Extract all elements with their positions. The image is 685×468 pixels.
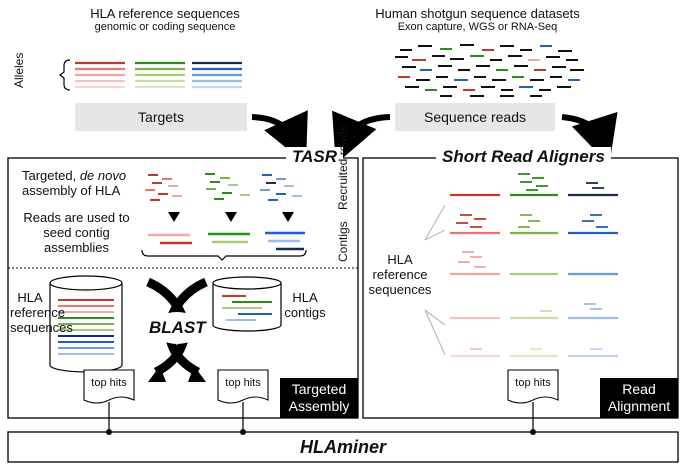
- top-hits-sra: top hits: [515, 377, 551, 389]
- top-hits-doc-sra: [507, 369, 559, 404]
- targeted-assembly-line2: Assembly: [288, 398, 350, 414]
- contigs-bracket: [141, 249, 307, 261]
- shotgun-datasets-subtitle: Exon capture, WGS or RNA-Seq: [397, 21, 558, 33]
- tasr-hla-reference: HLA reference sequences: [10, 290, 73, 335]
- tasr-hla-contigs-line2: contigs: [284, 305, 326, 320]
- top-hits-doc-left: [83, 369, 135, 404]
- allele-lines: [75, 61, 242, 89]
- recruited-reads: [145, 173, 302, 201]
- tasr-step1: Targeted, de novo assembly of HLA: [22, 168, 142, 198]
- recruited-reads-label: Recruited reads: [336, 125, 350, 210]
- read-alignment-tag: Read Alignment: [600, 378, 678, 418]
- tasr-hla-contigs: HLA contigs: [282, 290, 328, 320]
- read-alignment-line1: Read: [622, 381, 656, 397]
- tasr-hla-ref-line3: sequences: [10, 320, 73, 335]
- contigs-cylinder: [212, 276, 282, 332]
- blast-arrows: [146, 277, 208, 382]
- top-hits-mid: top hits: [225, 377, 261, 389]
- tasr-hla-ref-line1: HLA: [17, 290, 43, 305]
- down-arrow-blue: [282, 212, 294, 222]
- targeted-assembly-tag: Targeted Assembly: [280, 378, 358, 418]
- tasr-step1-line1: Targeted, de novo: [22, 168, 127, 183]
- tasr-hla-contigs-line1: HLA: [292, 290, 318, 305]
- targeted-assembly-line1: Targeted: [291, 381, 347, 397]
- sra-title: Short Read Aligners: [436, 147, 611, 167]
- hla-reference-subtitle: genomic or coding sequence: [94, 21, 236, 33]
- targets-box: Targets: [75, 103, 247, 131]
- reference-pointer-lines: [424, 204, 446, 356]
- tasr-hla-ref-line2: reference: [10, 305, 65, 320]
- arrow-reads-to-sra: [561, 111, 618, 165]
- blast-label: BLAST: [149, 318, 206, 337]
- tasr-step2-line1: Reads are used to: [23, 210, 130, 225]
- down-arrow-red: [168, 212, 180, 222]
- read-alignment-line2: Alignment: [607, 398, 671, 414]
- contigs-label: Contigs: [336, 221, 350, 262]
- scattered-reads: [395, 44, 584, 97]
- tasr-box: [7, 157, 359, 419]
- top-hits-doc-mid: [217, 369, 269, 404]
- top-hits-left: top hits: [91, 377, 127, 389]
- reference-cylinder: [49, 275, 123, 373]
- tasr-step1-line2: assembly of HLA: [22, 183, 121, 198]
- down-arrow-green: [225, 212, 237, 222]
- hlaminer-box: [7, 431, 679, 463]
- sequence-reads-box: Sequence reads: [395, 103, 555, 131]
- hlaminer-title: HLAminer: [299, 437, 386, 457]
- sra-hla-ref-line2: reference: [372, 267, 428, 282]
- arrow-targets-to-tasr: [251, 110, 308, 164]
- shotgun-datasets-title: Human shotgun sequence datasets: [375, 6, 580, 21]
- aligned-reads: [456, 173, 608, 350]
- sra-hla-ref-line1: HLA: [387, 252, 413, 267]
- alignment-reference-lines: [450, 193, 618, 358]
- tasr-step2: Reads are used to seed contig assemblies: [14, 210, 139, 255]
- alleles-bracket: [59, 59, 71, 91]
- tasr-title: TASR: [286, 147, 344, 167]
- sra-hla-ref-line3: sequences: [368, 282, 432, 297]
- hlaminer-connectors: [108, 402, 534, 432]
- tasr-step2-line2: seed contig: [43, 225, 110, 240]
- hla-reference-title: HLA reference sequences: [90, 6, 240, 21]
- contig-lines: [148, 231, 305, 251]
- arrow-reads-to-tasr: [332, 110, 391, 165]
- tasr-step2-line3: assemblies: [43, 240, 110, 255]
- sra-hla-reference: HLA reference sequences: [367, 252, 433, 297]
